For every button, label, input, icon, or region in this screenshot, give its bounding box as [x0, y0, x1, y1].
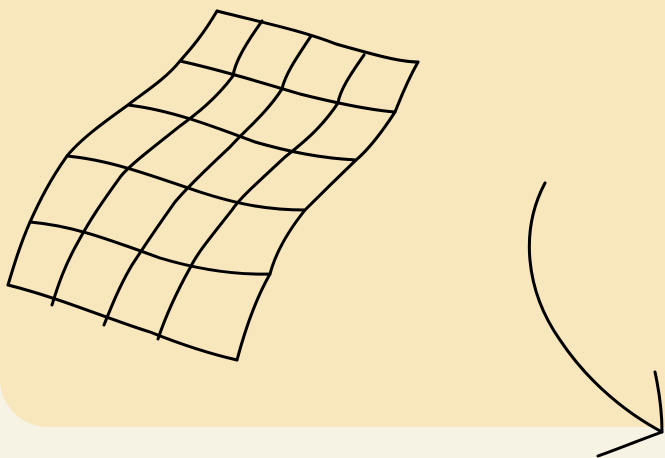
grid-column-line — [8, 11, 217, 285]
curved-grid-sheet-icon — [8, 11, 418, 360]
grid-row-line — [8, 285, 237, 360]
grid-column-line — [158, 55, 364, 339]
curved-arrow-icon — [529, 183, 662, 456]
grid-row-line — [180, 61, 395, 112]
grid-column-line — [52, 21, 262, 305]
arrow-shaft — [529, 183, 662, 432]
grid-row-line — [217, 11, 418, 62]
grid-column-line — [104, 36, 311, 325]
arrow-head-lower — [598, 432, 662, 456]
grid-column-line — [237, 62, 418, 360]
arrow-head-upper — [655, 372, 662, 432]
